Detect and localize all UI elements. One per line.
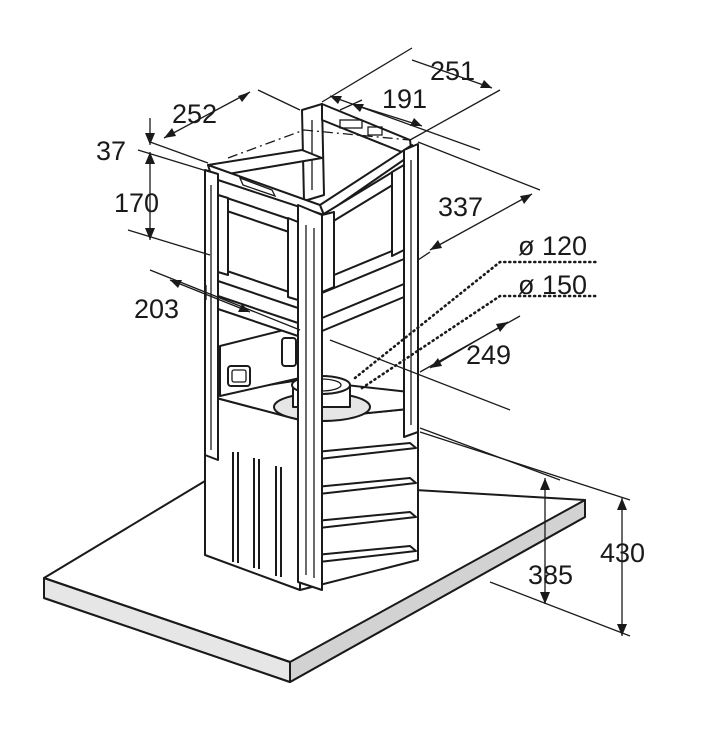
canopy-side-edge bbox=[289, 499, 586, 683]
dim-249: 249 bbox=[466, 340, 511, 370]
rear-bracket-plate bbox=[219, 325, 301, 397]
dim-430: 430 bbox=[600, 538, 645, 568]
dim-203: 203 bbox=[134, 294, 179, 324]
dim-37: 37 bbox=[96, 136, 126, 166]
dim-337: 337 bbox=[438, 192, 483, 222]
dim-170: 170 bbox=[114, 188, 159, 218]
dimension-lines bbox=[127, 47, 631, 637]
dim-252: 252 bbox=[172, 99, 217, 129]
dim-191: 191 bbox=[382, 84, 427, 114]
dim-diameter-120: ø 120 bbox=[518, 231, 587, 261]
dim-385: 385 bbox=[528, 560, 573, 590]
centre-line bbox=[227, 129, 411, 159]
dim-diameter-150: ø 150 bbox=[518, 270, 587, 300]
chimney-frame bbox=[204, 103, 419, 591]
dim-251: 251 bbox=[430, 56, 475, 86]
